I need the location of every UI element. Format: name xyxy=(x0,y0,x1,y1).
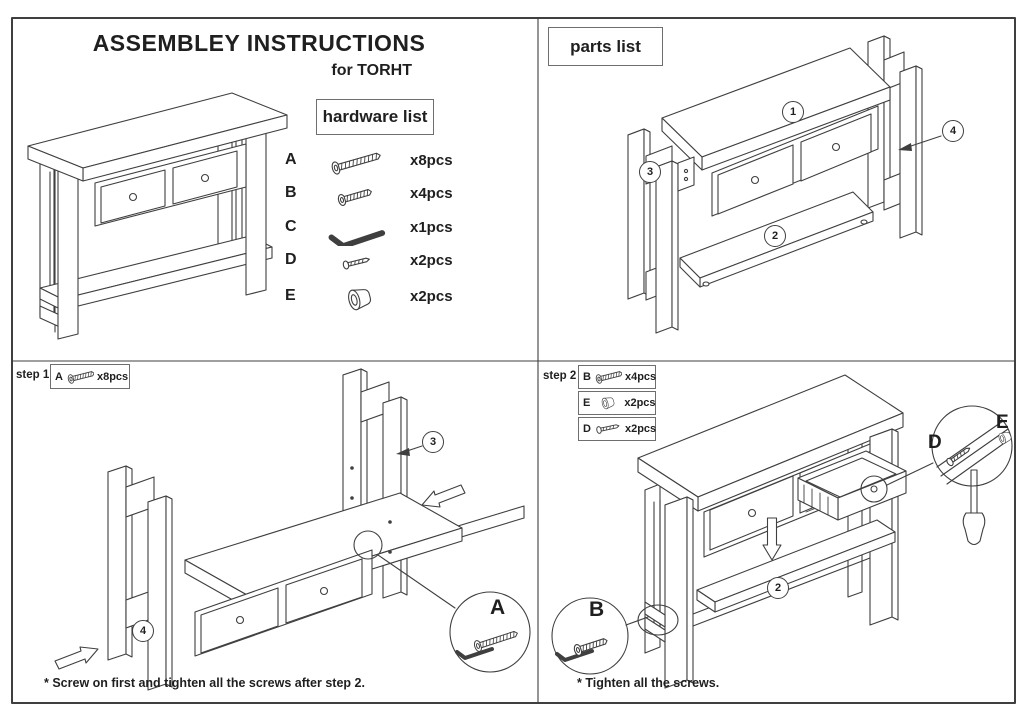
parts-exploded-drawing xyxy=(627,35,942,334)
short-bolt-icon xyxy=(594,369,622,385)
hardware-letter-c: C xyxy=(285,218,297,235)
step2-hardware-box-d: D x2pcs xyxy=(578,417,656,441)
step1-footnote: * Screw on first and tighten all the scr… xyxy=(44,676,365,690)
hardware-qty-d: x2pcs xyxy=(410,252,453,269)
step1-hardware-box: A x8pcs xyxy=(50,364,130,389)
small-screw-icon xyxy=(595,422,621,435)
step2-hardware-qty-e: x2pcs xyxy=(624,397,656,409)
step2-drawing xyxy=(551,374,1013,689)
hardware-list-label: hardware list xyxy=(322,107,428,126)
hardware-list-box: hardware list xyxy=(316,99,434,135)
page-frame xyxy=(11,17,1016,704)
hardware-qty-a: x8pcs xyxy=(410,152,453,169)
hardware-letter-e: E xyxy=(285,287,296,304)
long-bolt-icon xyxy=(330,148,383,176)
hardware-letter-b: B xyxy=(285,184,297,201)
parts-list-label: parts list xyxy=(570,36,641,56)
step2-label: step 2 . xyxy=(543,370,583,382)
step2-part-ref-2: 2 xyxy=(767,577,789,599)
step2-callout-letter-b: B xyxy=(589,598,605,621)
allen-key-icon xyxy=(324,216,390,246)
step2-hardware-qty-d: x2pcs xyxy=(624,423,657,435)
step2-hardware-letter-e: E xyxy=(583,397,591,409)
small-screw-icon xyxy=(341,254,371,271)
step2-callout-letter-d: D xyxy=(928,432,942,453)
step1-hardware-letter: A xyxy=(55,370,63,383)
hardware-qty-e: x2pcs xyxy=(410,288,453,305)
page-subtitle: for TORHT xyxy=(331,62,412,79)
short-bolt-icon xyxy=(336,185,374,207)
hardware-letter-a: A xyxy=(285,151,297,168)
step2-hardware-box-e: E x2pcs xyxy=(578,391,656,415)
step1-callout-letter-a: A xyxy=(490,596,506,619)
step1-part-ref-4: 4 xyxy=(132,620,154,642)
step2-callout-letter-e: E xyxy=(996,412,1009,433)
long-bolt-icon xyxy=(66,368,94,384)
step1-part-ref-3: 3 xyxy=(422,431,444,453)
parts-list-box: parts list xyxy=(548,27,663,66)
assembled-table-drawing xyxy=(27,92,288,340)
step2-hardware-qty-b: x4pcs xyxy=(624,371,657,383)
foot-cap-icon xyxy=(600,395,616,410)
foot-cap-icon xyxy=(346,285,373,312)
part-number-4: 4 xyxy=(942,120,964,142)
step2-hardware-letter-b: B xyxy=(583,371,591,383)
step1-drawing xyxy=(54,368,531,691)
hardware-letter-d: D xyxy=(285,251,297,268)
page-title: ASSEMBLEY INSTRUCTIONS xyxy=(92,30,426,56)
step2-hardware-letter-d: D xyxy=(583,423,591,435)
part-number-3: 3 xyxy=(639,161,661,183)
hardware-qty-b: x4pcs xyxy=(410,185,453,202)
part-number-1: 1 xyxy=(782,101,804,123)
part-number-2: 2 xyxy=(764,225,786,247)
hardware-qty-c: x1pcs xyxy=(410,219,453,236)
step1-hardware-qty: x8pcs xyxy=(96,370,129,383)
step1-label: step 1 . xyxy=(16,369,56,381)
step2-footnote: * Tighten all the screws. xyxy=(577,676,720,690)
step2-hardware-box-b: B x4pcs xyxy=(578,365,656,389)
